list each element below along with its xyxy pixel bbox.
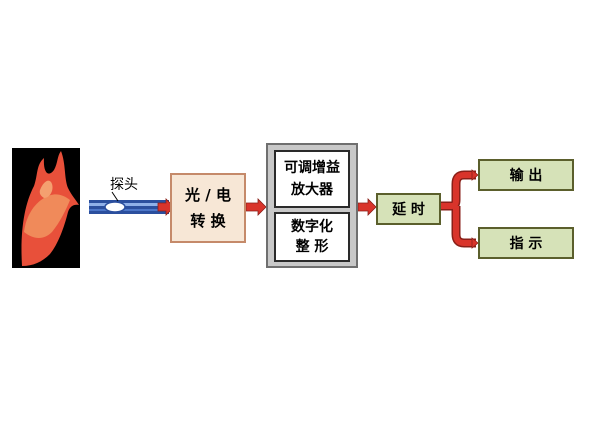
arrow-photo-to-amp xyxy=(245,198,267,216)
output-label: 输 出 xyxy=(509,168,543,184)
probe-lens xyxy=(104,201,126,213)
probe-leader-line xyxy=(111,191,119,202)
arrow-amp-to-delay xyxy=(357,198,377,216)
amplifier-box: 可调增益 放大器 xyxy=(274,150,350,208)
flame-tip xyxy=(39,180,53,198)
flame-inner xyxy=(24,194,70,238)
photoelectric-box: 光 / 电 转 换 xyxy=(170,173,246,243)
indicator-box: 指 示 xyxy=(478,227,574,259)
digitizer-line1: 数字化 xyxy=(291,219,333,235)
photoelectric-line1: 光 / 电 xyxy=(185,186,231,204)
amplifier-line2: 放大器 xyxy=(291,182,333,198)
output-box: 输 出 xyxy=(478,159,574,191)
arrow-to-indicator xyxy=(471,237,479,249)
delay-label: 延 时 xyxy=(392,202,425,218)
indicator-label: 指 示 xyxy=(509,236,543,252)
arrow-to-output xyxy=(471,169,479,181)
probe-label: 探头 xyxy=(110,177,138,193)
digitizer-box: 数字化 整 形 xyxy=(274,212,350,262)
amplifier-line1: 可调增益 xyxy=(284,160,340,176)
photoelectric-line2: 转 换 xyxy=(190,212,226,230)
digitizer-line2: 整 形 xyxy=(295,239,329,255)
delay-box: 延 时 xyxy=(376,193,441,225)
